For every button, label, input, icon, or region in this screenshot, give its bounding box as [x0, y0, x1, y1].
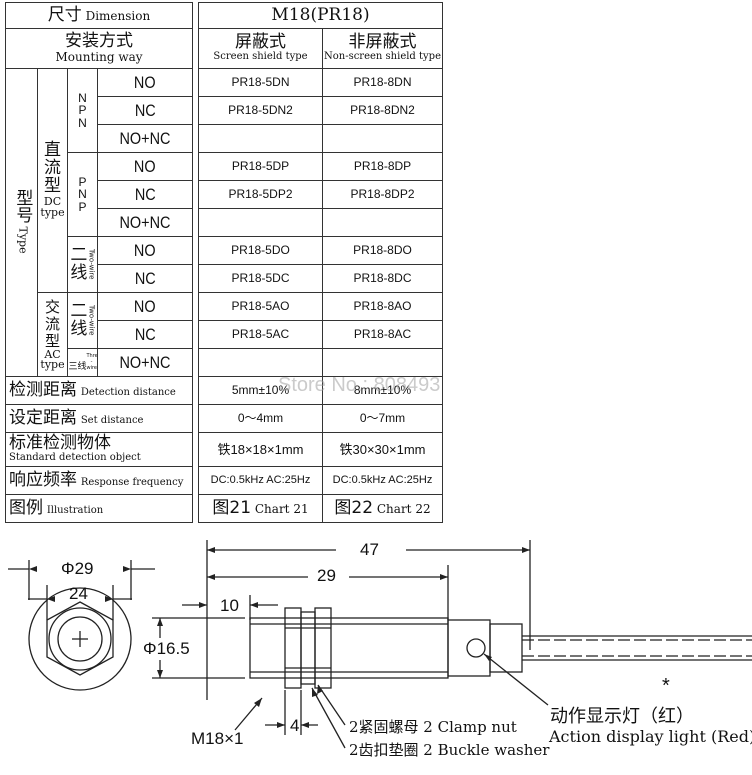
spec-label: 响应频率 Response frequency — [5, 466, 193, 495]
dc-two-wire-label: 二线Two-wire — [67, 236, 98, 293]
model-cell: PR18-5AC — [198, 320, 323, 349]
dim-47-label: 47 — [360, 540, 379, 559]
three-wire-label: 三线Three -wire — [67, 348, 98, 377]
model-cell: PR18-8DP2 — [322, 180, 443, 209]
model-cell — [198, 208, 323, 237]
dim-10-label: 10 — [220, 596, 239, 615]
type-label: 型号 Type — [5, 68, 38, 377]
output-cell: NC — [97, 180, 193, 209]
bore-circle — [57, 616, 103, 662]
dim-29b-label: 29 — [317, 566, 336, 585]
action-light-cn: 动作显示灯（红） — [550, 706, 694, 727]
dim-24-label: 24 — [69, 584, 88, 603]
spec-value: 0～7mm — [322, 404, 443, 433]
model-cell — [198, 124, 323, 153]
outer-circle — [28, 587, 132, 691]
model-cell — [198, 348, 323, 377]
spec-value: 0～4mm — [198, 404, 323, 433]
ac-two-wire-label: 二线Two-wire — [67, 292, 98, 349]
model-cell: PR18-5DN — [198, 68, 323, 97]
output-cell: NO — [97, 292, 193, 321]
pnp-label: PNP — [67, 152, 98, 237]
spec-label: 检测距离 Detection distance — [5, 376, 193, 405]
output-cell: NC — [97, 320, 193, 349]
output-cell: NO — [97, 152, 193, 181]
spec-value: 铁30×30×1mm — [322, 432, 443, 467]
model-cell: PR18-8DO — [322, 236, 443, 265]
model-cell: PR18-5DP — [198, 152, 323, 181]
model-cell: PR18-5DO — [198, 236, 323, 265]
spec-value: 5mm±10% — [198, 376, 323, 405]
thread-label: M18×1 — [191, 729, 243, 748]
output-cell: NO+NC — [97, 348, 193, 377]
dim-diameter-label: Φ16.5 — [143, 639, 190, 658]
model-cell: PR18-8AO — [322, 292, 443, 321]
spec-value: DC:0.5kHz AC:25Hz — [322, 466, 443, 495]
dim-4-label: 4 — [290, 716, 299, 735]
output-cell: NO — [97, 68, 193, 97]
spec-label: 设定距离 Set distance — [5, 404, 193, 433]
spec-value: 铁18×18×1mm — [198, 432, 323, 467]
model-cell: PR18-5DC — [198, 264, 323, 293]
npn-label: NPN — [67, 68, 98, 153]
model-cell — [322, 348, 443, 377]
spec-value: DC:0.5kHz AC:25Hz — [198, 466, 323, 495]
chart-ref: 图22 Chart 22 — [322, 494, 443, 523]
model-cell: PR18-5DP2 — [198, 180, 323, 209]
model-cell: PR18-8DP — [322, 152, 443, 181]
model-cell — [322, 124, 443, 153]
spec-label: 图例 Illustration — [5, 494, 193, 523]
buckle-washer-label: 2齿扣垫圈 2 Buckle washer — [349, 741, 550, 759]
spec-value: 8mm±10% — [322, 376, 443, 405]
model-cell: PR18-5AO — [198, 292, 323, 321]
output-cell: NO+NC — [97, 124, 193, 153]
clamp-nut-label: 2紧固螺母 2 Clamp nut — [349, 718, 517, 736]
dim-29-label: Φ29 — [61, 559, 93, 578]
inner-circle — [48, 607, 112, 671]
model-title: M18(PR18) — [198, 2, 443, 29]
model-cell: PR18-8DN2 — [322, 96, 443, 125]
model-cell — [322, 208, 443, 237]
model-cell: PR18-8DC — [322, 264, 443, 293]
output-cell: NC — [97, 96, 193, 125]
star-mark: * — [662, 675, 670, 697]
output-cell: NO — [97, 236, 193, 265]
action-light-en: Action display light (Red) — [548, 727, 752, 746]
chart-ref: 图21 Chart 21 — [198, 494, 323, 523]
store-watermark: Store No.: 808493 — [278, 374, 441, 396]
model-cell: PR18-5DN2 — [198, 96, 323, 125]
output-cell: NO+NC — [97, 208, 193, 237]
model-cell: PR18-8AC — [322, 320, 443, 349]
dimension-label: 尺寸 Dimension — [5, 2, 193, 29]
dimension-drawing: Φ29 24 47 29 10 Φ16.5 4 M18×1 * 2紧固螺母 2 … — [8, 540, 752, 759]
output-cell: NC — [97, 264, 193, 293]
model-cell: PR18-8DN — [322, 68, 443, 97]
